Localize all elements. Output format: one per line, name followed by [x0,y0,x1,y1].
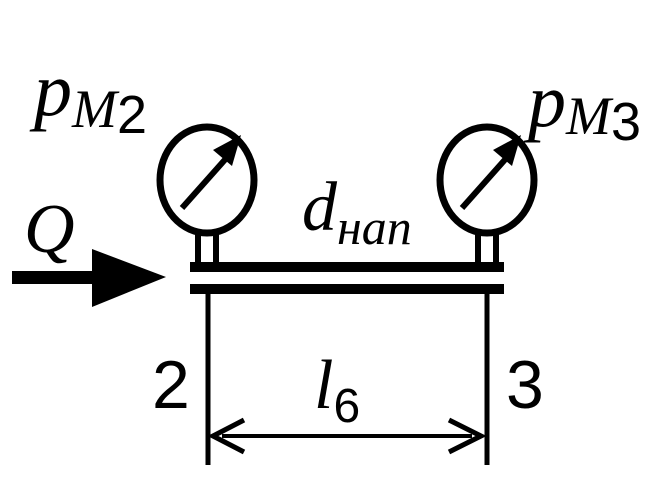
diameter-label: dнап [302,169,412,255]
length-symbol: l [314,347,333,424]
section-2-label: 2 [152,347,190,423]
diameter-symbol: d [302,169,338,246]
section-3-label: 3 [506,347,544,423]
pressure-2-label: pM2 [29,48,147,145]
pressure-3-label: pM3 [523,59,641,152]
diameter-subscript: нап [337,199,412,255]
pipe [190,262,504,294]
dimension-arrow-icon [207,417,487,455]
flow-arrow-icon [12,249,166,307]
pressure-gauge-icon [156,123,258,268]
pressure-3-symbol: p [523,59,566,143]
pressure-3-index: 3 [611,92,641,152]
flow-label: Q [24,191,75,268]
pressure-2-index: 2 [117,85,147,145]
pressure-3-subscript: M [565,86,614,146]
length-label: l6 [314,347,360,433]
length-subscript: 6 [333,380,360,433]
pressure-gauge-icon [436,123,538,268]
pressure-2-subscript: M [71,79,120,139]
pressure-2-symbol: p [29,48,72,132]
